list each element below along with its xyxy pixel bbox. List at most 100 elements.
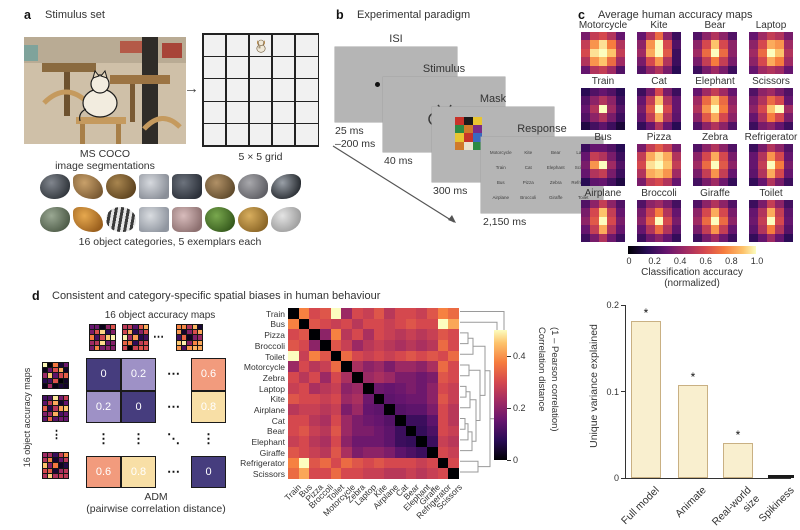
map-cell bbox=[784, 48, 793, 58]
fixation-dot bbox=[375, 81, 381, 87]
map-cell bbox=[728, 88, 737, 97]
rdm-row-label: Scissors bbox=[252, 469, 285, 480]
rdm-cell bbox=[288, 404, 299, 415]
rdm-cell bbox=[298, 436, 310, 447]
map-cell bbox=[701, 32, 711, 41]
map-cell bbox=[616, 225, 625, 234]
rdm-cell bbox=[362, 468, 374, 479]
map-cell bbox=[663, 233, 673, 242]
rdm-cell bbox=[405, 446, 417, 458]
map-cell bbox=[775, 152, 785, 161]
rdm-cell bbox=[437, 340, 449, 351]
rdm-cell bbox=[384, 329, 395, 341]
photo-caption: MS COCO image segmentations bbox=[55, 148, 155, 172]
rdm-cell bbox=[437, 436, 449, 447]
isi-duration: 25 ms –200 ms bbox=[335, 125, 376, 150]
mini-cell bbox=[48, 406, 53, 411]
rdm-cell bbox=[394, 329, 406, 341]
map-cell bbox=[616, 200, 625, 209]
rdm-cell bbox=[352, 457, 363, 469]
grid-cell bbox=[226, 101, 249, 124]
mini-cell bbox=[53, 401, 58, 406]
rdm-cell bbox=[341, 350, 353, 362]
rdm-cell bbox=[416, 436, 427, 447]
rdm-cell bbox=[437, 318, 449, 330]
rdm-cell bbox=[426, 361, 438, 373]
map-cell bbox=[589, 104, 599, 114]
map-cell bbox=[598, 113, 608, 122]
map-cell bbox=[616, 32, 625, 41]
map-cell bbox=[693, 57, 702, 66]
mini-cell bbox=[48, 468, 53, 473]
map-cell bbox=[663, 169, 673, 178]
map-cell bbox=[607, 144, 617, 153]
grid-cell bbox=[249, 124, 272, 146]
rdm-cell bbox=[416, 372, 427, 383]
map-cell bbox=[616, 169, 625, 178]
mini-cell bbox=[48, 463, 53, 468]
mini-cell bbox=[58, 411, 63, 416]
map-cell bbox=[701, 96, 711, 105]
grid-cell bbox=[226, 34, 249, 56]
map-cell bbox=[757, 225, 767, 234]
map-cell bbox=[719, 113, 729, 122]
map-cell bbox=[645, 57, 655, 66]
map-cell bbox=[607, 233, 617, 242]
map-cell bbox=[581, 169, 590, 178]
mini-cell bbox=[123, 340, 128, 345]
map-cell bbox=[766, 32, 776, 41]
mini-cell bbox=[53, 378, 58, 383]
mini-cell bbox=[138, 335, 143, 340]
map-cell bbox=[581, 96, 590, 105]
map-cell bbox=[637, 225, 646, 234]
mini-cell bbox=[177, 325, 182, 330]
panel-c-tag: c bbox=[578, 8, 585, 22]
response-option: Bear bbox=[550, 150, 561, 155]
mini-cell bbox=[138, 345, 143, 350]
rdm-cell bbox=[405, 372, 417, 383]
rdm-cell bbox=[437, 393, 449, 405]
map-cell bbox=[784, 121, 793, 130]
rdm-cell bbox=[394, 318, 406, 330]
rdm-cell bbox=[298, 425, 310, 437]
grid-cell bbox=[226, 79, 249, 101]
map-cell bbox=[637, 104, 646, 114]
mini-cell bbox=[182, 335, 187, 340]
rdm-cell bbox=[298, 404, 310, 415]
accuracy-map-broccoli bbox=[637, 200, 681, 242]
colorbar-tick: 0.4 bbox=[513, 351, 526, 361]
map-cell bbox=[607, 216, 617, 226]
rdm-cell bbox=[416, 414, 427, 426]
map-cell bbox=[654, 121, 664, 130]
significance-asterisk: * bbox=[690, 369, 696, 384]
map-cell bbox=[710, 65, 720, 74]
mini-cell bbox=[133, 330, 138, 335]
map-cell bbox=[637, 65, 646, 74]
map-cell bbox=[757, 113, 767, 122]
map-cell bbox=[589, 225, 599, 234]
map-cell bbox=[719, 32, 729, 41]
mini-accuracy-map bbox=[42, 395, 69, 422]
map-cell bbox=[598, 152, 608, 161]
map-cell bbox=[775, 32, 785, 41]
rdm-cell bbox=[320, 404, 331, 415]
mini-cell bbox=[43, 373, 48, 378]
map-cell bbox=[749, 32, 758, 41]
mini-cell bbox=[43, 401, 48, 406]
accuracy-map-kite bbox=[637, 32, 681, 74]
map-cell bbox=[637, 32, 646, 41]
mini-cell bbox=[128, 335, 133, 340]
adm-cell: 0.2 bbox=[121, 358, 156, 391]
map-cell bbox=[654, 48, 664, 58]
rdm-cell bbox=[288, 446, 299, 458]
rdm-cell bbox=[320, 393, 331, 405]
mini-cell bbox=[128, 345, 133, 350]
rdm-cell bbox=[309, 308, 321, 319]
rdm-cell bbox=[298, 393, 310, 405]
rdm-cell bbox=[384, 382, 395, 394]
mini-cell bbox=[63, 453, 68, 458]
rdm-cell bbox=[426, 393, 438, 405]
mini-accuracy-map bbox=[122, 324, 149, 351]
map-cell bbox=[616, 113, 625, 122]
rdm-cell bbox=[288, 350, 299, 362]
